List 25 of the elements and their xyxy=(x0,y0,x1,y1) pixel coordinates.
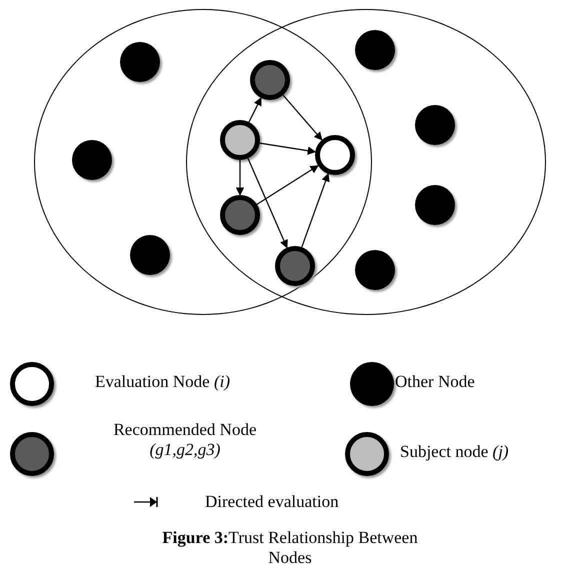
node-circle xyxy=(220,195,260,235)
legend-label: Recommended Node (g1,g2,g3) xyxy=(112,420,258,460)
node-circle xyxy=(275,246,315,286)
arrow xyxy=(260,142,316,155)
arrow xyxy=(301,173,330,248)
node-circle xyxy=(315,135,355,175)
node-circle xyxy=(414,104,455,145)
arrow xyxy=(247,158,288,248)
legend-label: Subject node (j) xyxy=(400,442,509,462)
node-circle xyxy=(130,234,170,275)
arrow xyxy=(282,94,322,141)
arrow xyxy=(248,97,262,122)
node-circle xyxy=(354,30,395,70)
arrow xyxy=(236,160,244,196)
node-circle xyxy=(414,184,455,225)
figure-caption: Figure 3:Trust Relationship Between Nodes xyxy=(161,528,419,568)
node-circle xyxy=(220,120,260,160)
legend-label: Directed evaluation xyxy=(205,492,339,512)
legend-label: Evaluation Node (i) xyxy=(95,372,230,392)
node-circle xyxy=(72,140,112,180)
arrow xyxy=(256,165,319,205)
legend-label: Other Node xyxy=(395,372,475,392)
node-circle xyxy=(354,250,395,290)
node-circle xyxy=(120,42,160,82)
node-circle xyxy=(250,60,290,100)
